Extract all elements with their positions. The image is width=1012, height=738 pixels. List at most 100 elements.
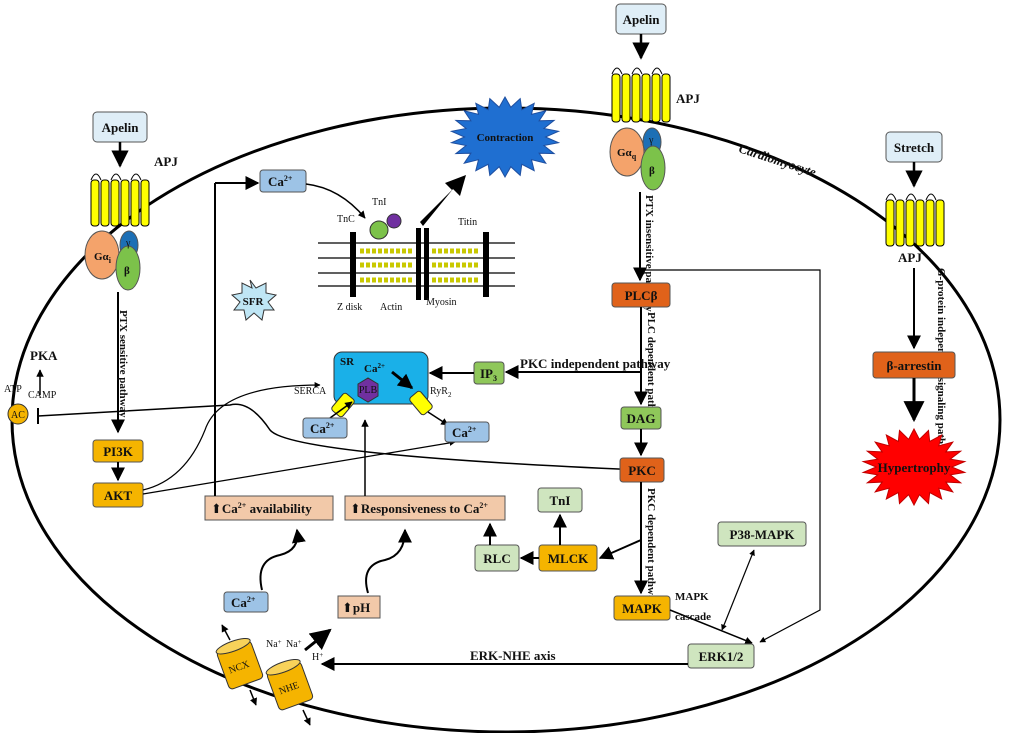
ryr-to-ca (427, 411, 449, 426)
ca-to-tnc (305, 183, 366, 219)
ca-serca-label: Ca2+ (310, 421, 335, 436)
ca-ryr-box (444, 421, 490, 443)
pkc-dependent-label: PKC dependent pathway (645, 488, 657, 606)
stretch-label: Stretch (894, 140, 935, 155)
pka-label: PKA (30, 348, 58, 363)
tni-label: TnI (550, 493, 571, 508)
apj-top-receptor (611, 67, 671, 123)
hypertrophy-label: Hypertrophy (878, 460, 951, 475)
erk-label: ERK1/2 (699, 649, 744, 664)
p38-box (717, 521, 807, 547)
serca-label: SERCA (294, 386, 327, 397)
responsiveness-box (344, 495, 506, 521)
ca-to-serca (329, 401, 353, 419)
tni-label-sarcomere: TnI (372, 197, 386, 208)
g-alpha-q-label: Gαq (617, 147, 637, 161)
gamma-top-label: γ (648, 135, 654, 146)
g-beta-left (115, 245, 141, 291)
ca-top-label: Ca2+ (268, 174, 293, 189)
apj-top-label: APJ (676, 91, 700, 106)
mapk-to-erk (669, 609, 753, 644)
mapk-box (613, 595, 671, 621)
ryr2-channel (409, 390, 433, 416)
gamma-left-label: γ (125, 238, 131, 249)
akt-label: AKT (104, 488, 133, 503)
ca-top-box (259, 169, 307, 193)
sfr-label: SFR (243, 296, 265, 308)
ncx-transporter (215, 637, 264, 690)
ca-bottom-label: Ca2+ (231, 595, 256, 610)
apj-right-label: APJ (898, 250, 922, 265)
na1-label: Na+ (266, 638, 282, 650)
ph-box (337, 595, 381, 619)
h-label: H+ (312, 651, 323, 663)
mapk-cascade-label-2: cascade (675, 611, 711, 623)
mapk-label: MAPK (622, 601, 663, 616)
ncx-arrow-down (249, 689, 257, 706)
nhe-arrow-down (302, 709, 311, 726)
sarcomere (318, 228, 515, 300)
contraction-star (449, 95, 561, 179)
ca-availability-box (204, 495, 334, 521)
cardiomyocyte-label: Cardiomyocyte (737, 141, 818, 180)
myosin-label: Myosin (426, 297, 457, 308)
apj-left-label: APJ (154, 154, 178, 169)
apj-right-receptor (885, 193, 945, 247)
mapk-cascade-label-1: MAPK (675, 591, 709, 603)
responsiveness-label: ⬆Responsiveness to Ca2+ (350, 501, 488, 516)
camp-label: CAMP (28, 390, 57, 401)
tni-ball (386, 213, 402, 229)
cell-membrane (10, 106, 1002, 734)
dag-label: DAG (627, 411, 656, 426)
na2-label: Na+ (286, 638, 302, 650)
sr-ca-arrow (391, 370, 414, 390)
beta-left-label: β (124, 265, 130, 277)
ip3-label: IP3 (480, 366, 497, 383)
akt-to-serca (142, 382, 321, 491)
rlc-label: RLC (483, 551, 510, 566)
ca-ryr-label: Ca2+ (452, 425, 477, 440)
p38-label: P38-MAPK (730, 527, 796, 542)
ca-availability-label: ⬆Ca2+ availability (211, 501, 312, 516)
ryr2-label: RyR2 (430, 386, 452, 399)
ptx-sensitive-label: PTX sensitive pathway (117, 310, 129, 418)
tnc-label: TnC (337, 214, 355, 225)
sfr-star (230, 279, 278, 321)
hypertrophy-star (861, 427, 967, 507)
tnc-ball (369, 220, 389, 240)
nhe-to-ph (304, 628, 332, 652)
plcb-label: PLCβ (625, 288, 658, 303)
beta-top-label: β (649, 165, 655, 177)
contraction-arrow (420, 175, 466, 226)
pkc-to-mlck (598, 539, 642, 560)
atp-label: ATP (4, 384, 22, 395)
ca-bottom-wave (259, 528, 306, 591)
erk-box (687, 643, 755, 669)
erk-p38-link (721, 549, 755, 631)
ac-label: AC (11, 410, 25, 421)
akt-to-ca-ryr (142, 439, 456, 495)
pkc-independent-label: PKC independent pathway (520, 356, 671, 371)
ph-label: ⬆pH (342, 600, 370, 615)
ca-serca-box (302, 417, 348, 439)
mlck-label: MLCK (548, 551, 589, 566)
plc-dependent-label: PLC dependent pathway (645, 312, 657, 429)
ca-bottom-box (223, 591, 269, 613)
titin-label: Titin (458, 217, 477, 228)
ph-wave (365, 528, 412, 594)
actin-label: Actin (380, 302, 402, 313)
ptx-to-erk-line (640, 269, 821, 643)
tni-box (537, 487, 583, 513)
rlc-box (474, 544, 520, 572)
contraction-label: Contraction (477, 132, 534, 144)
beta-arrestin-label: β-arrestin (887, 358, 943, 373)
apelin-left-label: Apelin (102, 120, 140, 135)
plb-hexagon (357, 377, 379, 403)
apelin-top-label: Apelin (623, 12, 661, 27)
g-beta-top (640, 145, 666, 191)
z-disk-label: Z disk (337, 302, 362, 313)
g-alpha-q (609, 127, 645, 177)
sr-label: SR (340, 356, 355, 368)
